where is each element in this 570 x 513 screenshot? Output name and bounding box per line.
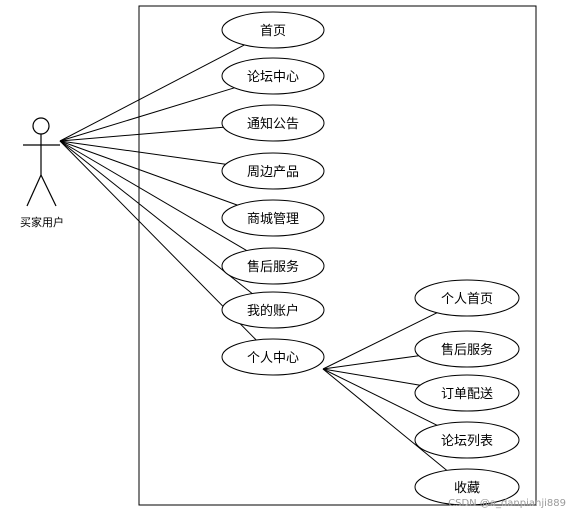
use-case-ellipse <box>414 330 520 368</box>
use-case-personal-center: 个人中心 <box>221 338 325 376</box>
use-case-ellipse <box>414 421 520 459</box>
use-case-after-sales: 售后服务 <box>221 247 325 285</box>
use-case-ellipse <box>414 374 520 412</box>
use-case-ellipse <box>221 338 325 376</box>
use-case-ellipse <box>221 104 325 142</box>
use-case-ellipse <box>221 199 325 237</box>
use-case-home: 首页 <box>221 11 325 49</box>
association-lines <box>59 44 448 471</box>
use-case-forum-list: 论坛列表 <box>414 421 520 459</box>
use-case-label: 售后服务 <box>247 259 299 275</box>
use-case-label: 论坛列表 <box>441 434 493 449</box>
association-line <box>322 368 448 471</box>
use-case-personal-home: 个人首页 <box>414 279 520 317</box>
use-case-label: 订单配送 <box>441 387 493 402</box>
use-case-mall-management: 商城管理 <box>221 199 325 237</box>
use-case-label: 周边产品 <box>247 165 299 180</box>
association-line <box>322 368 421 386</box>
use-case-ellipse <box>221 152 325 190</box>
actor-name: 买家用户 <box>20 215 64 229</box>
use-case-ellipse <box>221 11 325 49</box>
system-boundary <box>138 5 537 506</box>
use-case-label: 首页 <box>260 24 286 39</box>
use-case-favorites: 收藏 <box>414 468 520 506</box>
use-case-ellipse <box>414 468 520 506</box>
use-case-ellipse <box>414 279 520 317</box>
association-line <box>59 140 226 165</box>
use-case-ellipse <box>221 247 325 285</box>
actor-buyer <box>23 117 60 207</box>
actor-left-leg <box>26 174 42 207</box>
association-line <box>322 368 438 426</box>
association-line <box>59 126 224 142</box>
use-case-label: 个人首页 <box>441 292 493 307</box>
use-case-label: 通知公告 <box>247 116 299 132</box>
use-case-label: 个人中心 <box>247 351 299 366</box>
association-line <box>59 140 247 252</box>
actor-head <box>32 117 50 135</box>
association-line <box>59 140 238 206</box>
use-case-ellipse <box>221 57 325 95</box>
use-case-forum-center: 论坛中心 <box>221 57 325 95</box>
use-case-label: 论坛中心 <box>247 70 299 85</box>
use-case-label: 收藏 <box>454 481 480 496</box>
use-case-label: 售后服务 <box>441 342 493 358</box>
use-case-sub-after-sales: 售后服务 <box>414 330 520 368</box>
association-line <box>59 44 245 142</box>
watermark: CSDN @a_danpianji889 <box>448 498 566 509</box>
use-case-ellipse <box>221 291 325 329</box>
use-case-notice: 通知公告 <box>221 104 325 142</box>
use-case-my-account: 我的账户 <box>221 291 325 329</box>
use-case-peripheral-products: 周边产品 <box>221 152 325 190</box>
association-line <box>322 312 438 370</box>
use-case-label: 我的账户 <box>247 303 299 319</box>
association-line <box>59 87 235 142</box>
association-line <box>322 355 419 370</box>
association-line <box>59 140 253 294</box>
actor-right-leg <box>40 174 57 207</box>
use-case-label: 商城管理 <box>247 212 299 227</box>
use-case-order-delivery: 订单配送 <box>414 374 520 412</box>
